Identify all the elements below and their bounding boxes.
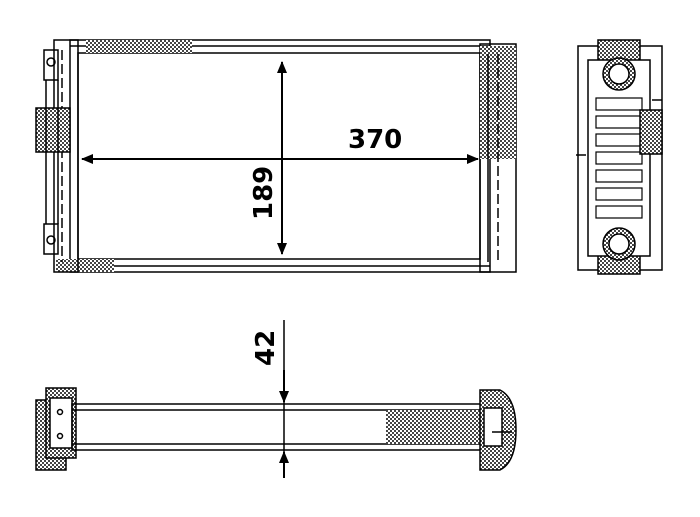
depth-dimension: 42 [251, 320, 289, 478]
top-hatch [86, 40, 192, 53]
front-view-frame [69, 39, 491, 273]
height-dimension-label: 189 [249, 166, 279, 220]
left-mounting-brackets [43, 49, 59, 255]
front-view [35, 39, 517, 273]
left-tank [53, 39, 79, 273]
width-dimension-label: 370 [348, 125, 402, 155]
front-view-core [77, 52, 481, 260]
bottom-view [35, 387, 517, 471]
depth-dimension-label: 42 [251, 330, 281, 366]
height-dimension: 189 [249, 61, 287, 255]
bottom-hatch [56, 259, 114, 272]
side-view [576, 39, 663, 275]
width-dimension: 370 [81, 125, 479, 164]
